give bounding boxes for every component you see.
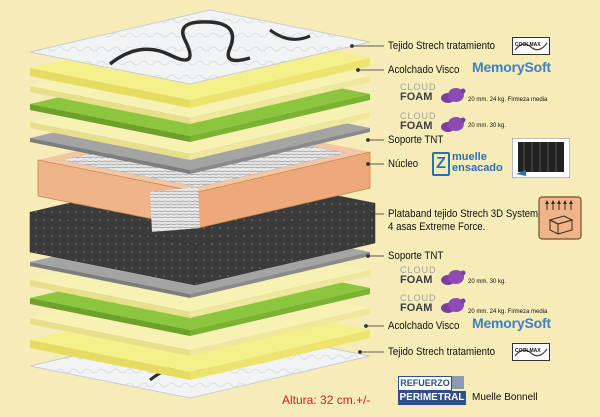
muelle-text: muelle	[452, 151, 487, 163]
cloud-word: CLOUD	[400, 111, 437, 121]
label-tejido-top: Tejido Strech tratamiento	[388, 40, 496, 52]
label-nucleo: Núcleo	[388, 158, 419, 170]
foam-word: FOAM	[400, 120, 433, 132]
label-soporte-top: Soporte TNT	[388, 134, 444, 146]
coolmax-text: COOLMAX	[515, 42, 541, 48]
foam-word: FOAM	[400, 91, 433, 103]
coolmax-icon: COOLMAX	[512, 37, 550, 55]
cloud-foam-icon	[441, 270, 466, 285]
cloud-word: CLOUD	[400, 82, 437, 92]
layer-tejido-top	[29, 9, 371, 85]
refuerzo-perimetral-icon: REFUERZO PERIMETRAL	[398, 376, 466, 410]
cloud-foam-icon	[441, 88, 466, 103]
cloudfoam-logo-2: CLOUD FOAM	[400, 112, 437, 132]
cloudfoam-logo-4: CLOUD FOAM	[400, 294, 437, 314]
box-arrows-icon	[538, 196, 582, 240]
cloud-word: CLOUD	[400, 293, 437, 303]
memorysoft-logo-bottom: MemorySoft	[472, 315, 551, 331]
leader-lines	[350, 44, 384, 354]
label-plataband-2: 4 asas Extreme Force.	[388, 221, 486, 233]
cloud3-spec: 20 mm. 30 kg.	[468, 279, 507, 285]
memorysoft-logo-top: MemorySoft	[472, 59, 551, 75]
cloud4-spec: 20 mm. 24 kg. Firmeza media	[468, 309, 548, 315]
label-acolchado-top: Acolchado Visco	[388, 64, 460, 76]
label-plataband-1: Plataband tejido Strech 3D System.	[388, 208, 541, 220]
altura-label: Altura: 32 cm.+/-	[282, 393, 371, 407]
cloud1-spec: 20 mm. 24 kg. Firmeza media	[468, 97, 548, 103]
refuerzo-text: REFUERZO	[398, 376, 452, 391]
foam-word: FOAM	[400, 274, 433, 286]
coolmax-icon: COOLMAX	[512, 343, 550, 361]
perimetral-text: PERIMETRAL	[398, 391, 466, 405]
muelle-ensacado-icon: Z muelle ensacado	[432, 150, 510, 176]
spring-units-icon	[512, 138, 570, 178]
label-acolchado-bottom: Acolchado Visco	[388, 320, 460, 332]
cloud-foam-icon	[441, 298, 466, 313]
cloud-foam-icon	[441, 117, 466, 132]
label-tejido-bottom: Tejido Strech tratamiento	[388, 346, 496, 358]
foam-word: FOAM	[400, 302, 433, 314]
cloudfoam-logo-1: CLOUD FOAM	[400, 83, 437, 103]
cloud2-spec: 20 mm. 30 kg.	[468, 123, 507, 129]
muelle-bonnell-label: Muelle Bonnell	[472, 392, 538, 403]
ensacado-text: ensacado	[452, 162, 503, 174]
cloudfoam-logo-3: CLOUD FOAM	[400, 266, 437, 286]
cloud-word: CLOUD	[400, 265, 437, 275]
coolmax-text: COOLMAX	[515, 348, 541, 354]
label-soporte-bottom: Soporte TNT	[388, 250, 444, 262]
